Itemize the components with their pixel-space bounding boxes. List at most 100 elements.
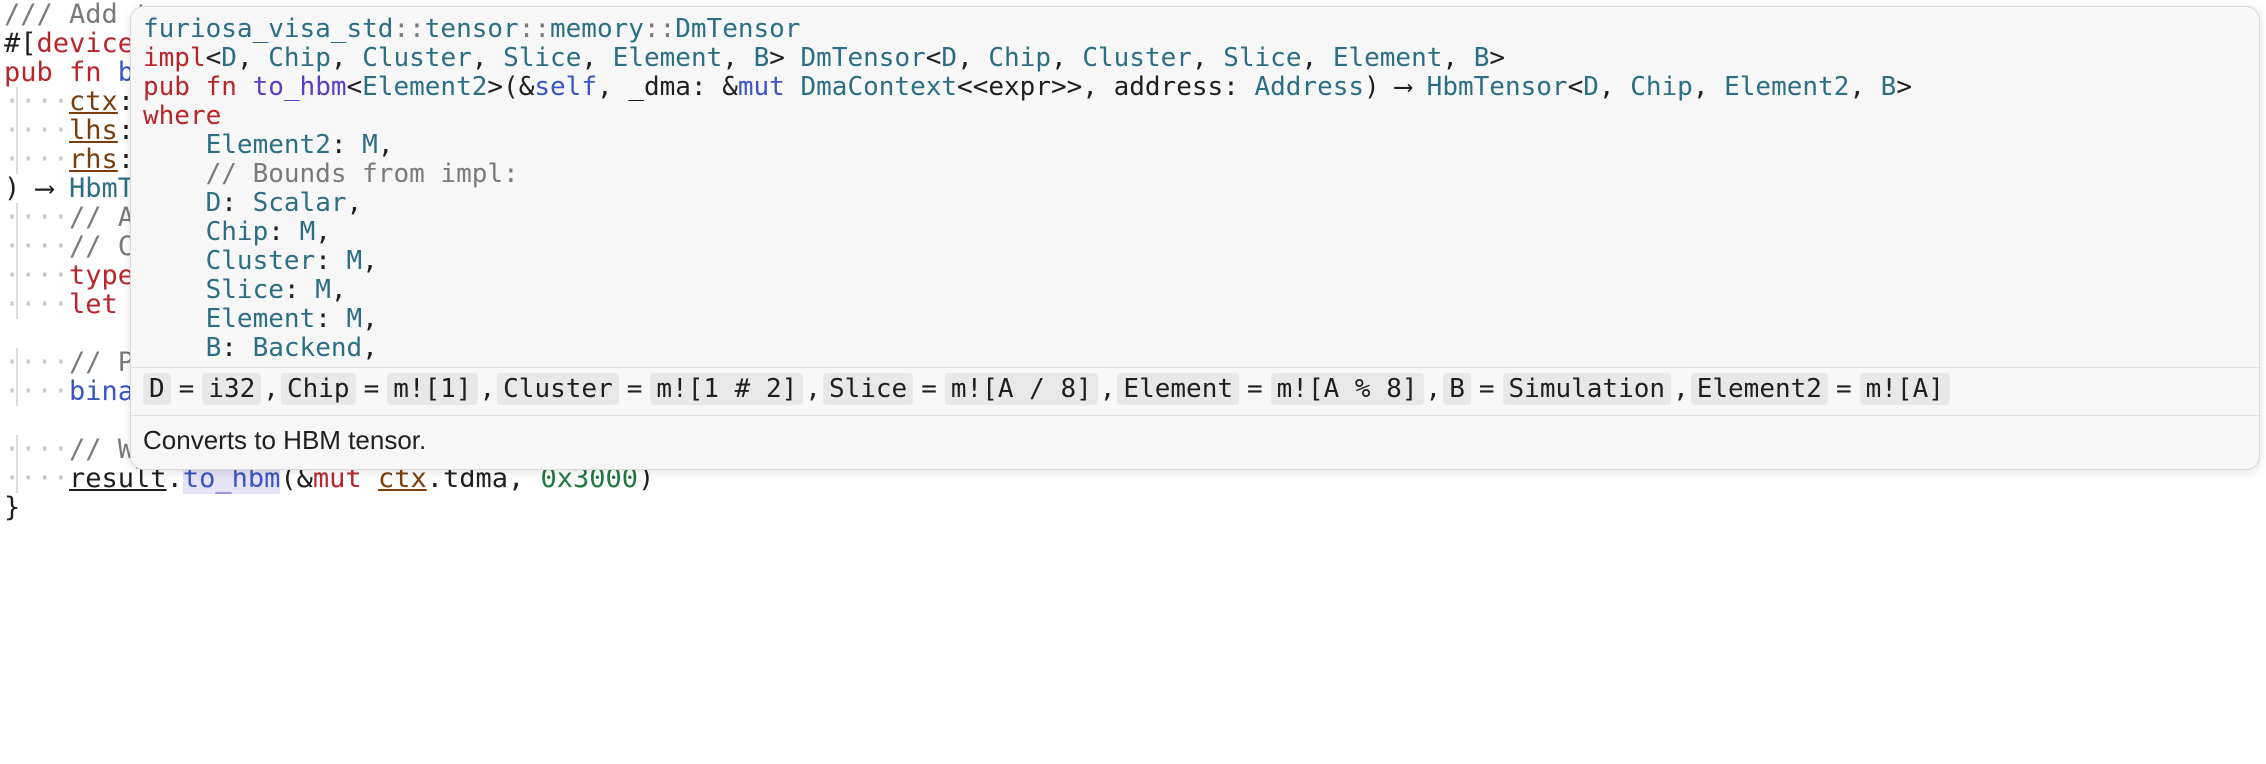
type-param-name: Element2 xyxy=(1690,373,1828,405)
code-token: device xyxy=(36,28,135,59)
equals-sign: = xyxy=(178,374,195,404)
code-token: DmaContext xyxy=(800,72,958,102)
code-token: HbmTensor xyxy=(1426,72,1568,102)
code-token: > xyxy=(1896,72,1912,102)
code-token: Cluster xyxy=(362,43,472,73)
code-token: rhs xyxy=(69,144,118,175)
type-param-name: Cluster xyxy=(497,373,619,405)
code-token: pub fn xyxy=(4,57,118,88)
code-token: :: xyxy=(518,14,550,44)
code-token: : xyxy=(283,275,316,305)
code-token: : xyxy=(315,304,347,334)
signature-line: B: Backend, xyxy=(143,334,378,363)
code-token: > xyxy=(1489,43,1506,73)
code-token: type xyxy=(69,260,151,291)
code-token: Element xyxy=(205,304,316,334)
code-token: B xyxy=(1880,72,1897,102)
code-token: tensor xyxy=(424,14,519,44)
code-token: Chip xyxy=(205,217,269,247)
code-token: : xyxy=(268,217,300,247)
code-token: : xyxy=(221,188,253,218)
indent-guide xyxy=(4,203,70,232)
separator: , xyxy=(1673,374,1689,404)
indent-guide xyxy=(4,116,70,145)
code-token: B xyxy=(753,43,770,73)
code-token: , xyxy=(1191,43,1224,73)
code-token: Slice xyxy=(503,43,582,73)
code-token xyxy=(143,275,206,305)
type-param-value: m![1 # 2] xyxy=(650,373,804,405)
type-param-name: D xyxy=(143,373,171,405)
code-token xyxy=(143,130,206,160)
generic-substitutions: D=i32,Chip=m![1],Cluster=m![1 # 2],Slice… xyxy=(143,373,1950,407)
code-token: , xyxy=(1598,72,1631,102)
code-token: M xyxy=(362,130,378,160)
equals-sign: = xyxy=(1247,374,1263,404)
whitespace-dots: ···· xyxy=(4,144,70,175)
indent-guide xyxy=(4,348,70,377)
code-token: Address xyxy=(1254,72,1365,102)
indent-guide xyxy=(4,464,70,493)
code-token: mut xyxy=(737,72,801,102)
indent-guide xyxy=(4,232,70,261)
equals-sign: = xyxy=(921,374,937,404)
code-token: D xyxy=(1583,72,1599,102)
code-token: } xyxy=(4,492,21,523)
code-token xyxy=(143,217,206,247)
code-token: , xyxy=(315,217,331,247)
code-token: Element xyxy=(612,43,723,73)
signature-line: Element2: M, xyxy=(143,130,394,160)
indent-guide xyxy=(4,261,70,290)
code-line[interactable]: ····// Allo xyxy=(4,203,183,232)
code-token xyxy=(143,304,206,334)
separator: , xyxy=(479,374,496,404)
code-token: to_hbm xyxy=(252,72,347,102)
separator: , xyxy=(263,374,279,404)
code-token: , xyxy=(1301,43,1333,73)
separator: , xyxy=(1099,374,1116,404)
code-token: DmTensor xyxy=(675,14,801,44)
code-token: , xyxy=(1442,43,1474,73)
whitespace-dots: ···· xyxy=(4,231,70,262)
code-token: #[ xyxy=(4,28,37,59)
code-token: Element2 xyxy=(205,130,331,160)
code-token: < xyxy=(346,72,363,102)
whitespace-dots: ···· xyxy=(4,347,70,378)
code-token: < xyxy=(205,43,222,73)
code-token: M xyxy=(346,246,363,276)
code-token: , xyxy=(330,275,347,305)
code-token: where xyxy=(143,101,222,131)
code-token: ) ⟶ xyxy=(1364,72,1427,102)
signature-line: Element: M, xyxy=(143,305,378,334)
code-token: B xyxy=(205,333,222,363)
code-token: ) ⟶ xyxy=(4,173,70,204)
code-token xyxy=(143,188,206,218)
code-token: furiosa_visa_std xyxy=(143,14,394,44)
type-param-name: B xyxy=(1443,373,1471,405)
code-token: Cluster xyxy=(1082,43,1192,73)
code-token: , xyxy=(471,43,504,73)
signature-line: // Bounds from impl: xyxy=(143,160,519,189)
code-token: , xyxy=(362,333,378,363)
code-token: , xyxy=(377,130,394,160)
popup-doc-text: Converts to HBM tensor. xyxy=(143,425,427,455)
signature-line: Chip: M, xyxy=(143,218,331,247)
separator: , xyxy=(1425,374,1442,404)
code-token: < xyxy=(925,43,942,73)
code-token: M xyxy=(315,275,331,305)
code-token: , xyxy=(236,43,269,73)
equals-sign: = xyxy=(1835,374,1852,404)
code-token: >(& xyxy=(487,72,535,102)
type-param-value: i32 xyxy=(202,373,262,405)
indent-guide xyxy=(4,145,70,174)
code-token: // Bounds from impl: xyxy=(143,159,519,189)
code-token: D xyxy=(941,43,958,73)
code-token: , xyxy=(362,304,378,334)
code-line[interactable]: } xyxy=(4,493,20,522)
signature-line: pub fn to_hbm<Element2>(&self, _dma: &mu… xyxy=(143,73,1912,102)
whitespace-dots: ···· xyxy=(4,289,70,320)
code-token: pub fn xyxy=(143,72,253,102)
code-token: self xyxy=(534,72,597,102)
code-token: , xyxy=(1051,43,1083,73)
equals-sign: = xyxy=(626,374,643,404)
